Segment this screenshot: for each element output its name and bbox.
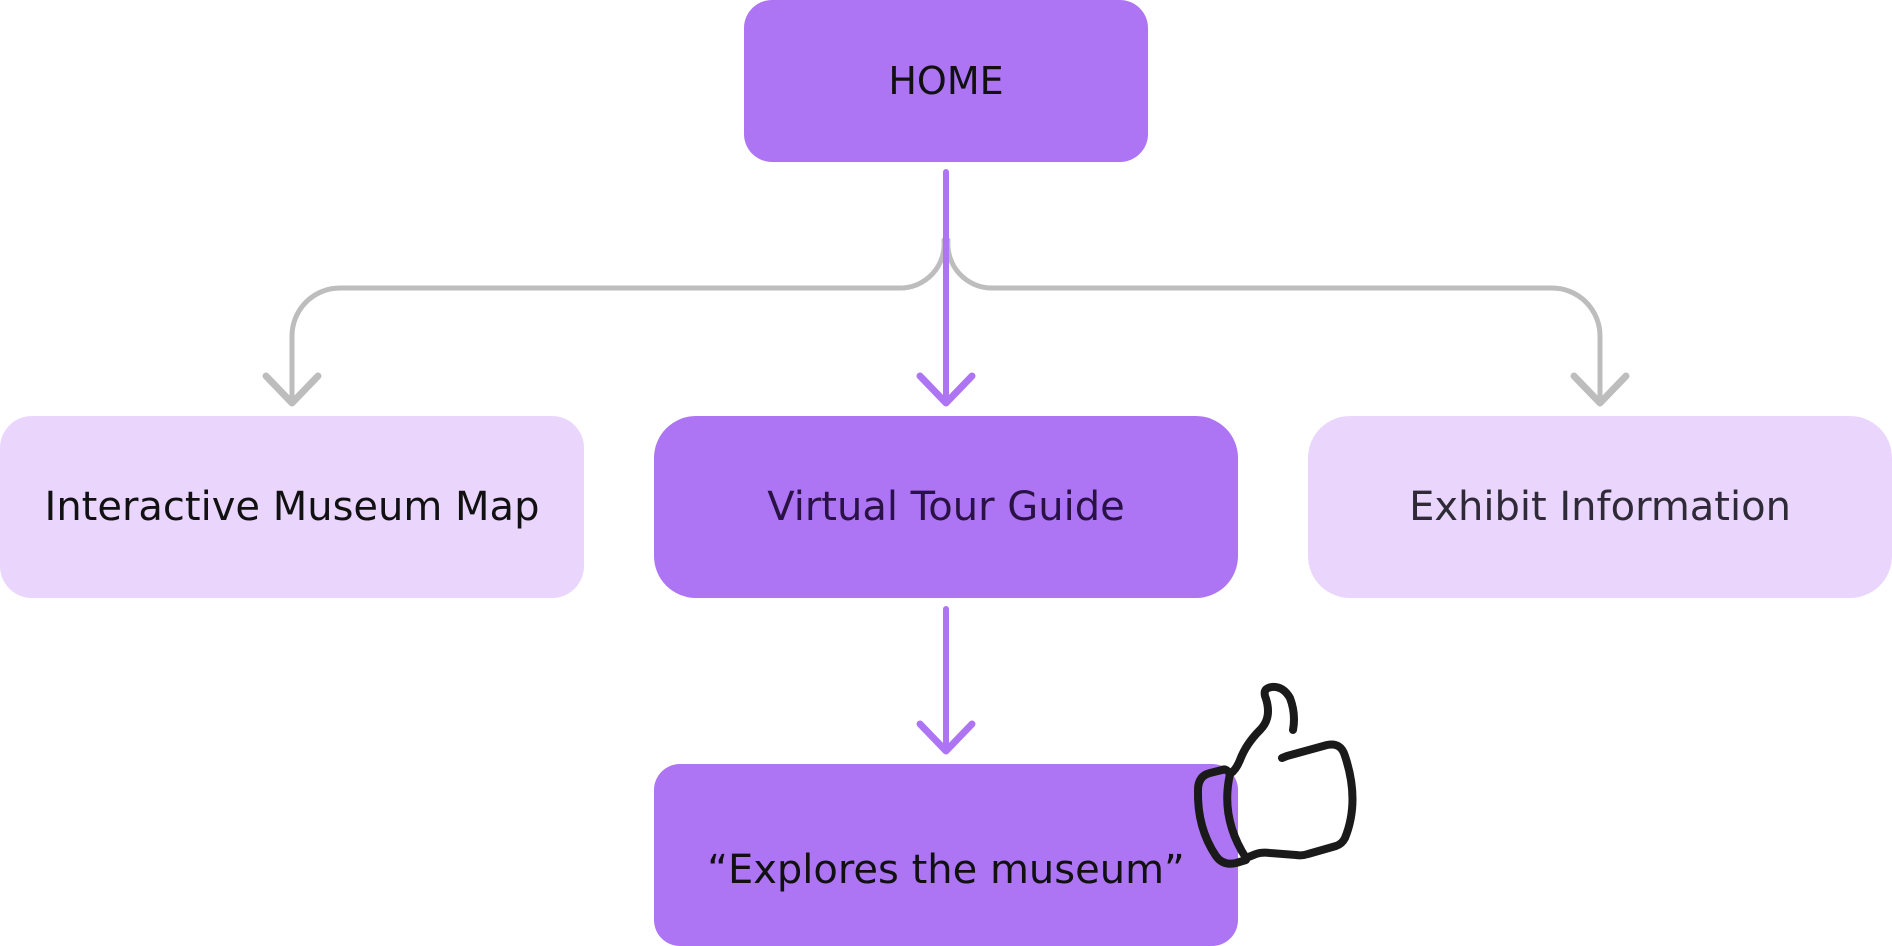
node-map-label: Interactive Museum Map (44, 484, 540, 530)
node-exhibit-label: Exhibit Information (1409, 484, 1791, 530)
connector-home-to-exhibit (945, 237, 1603, 406)
node-interactive-museum-map[interactable]: Interactive Museum Map (0, 416, 584, 598)
node-virtual-tour-guide[interactable]: Virtual Tour Guide (654, 416, 1238, 598)
node-explores-the-museum[interactable]: “Explores the museum” (654, 764, 1238, 946)
arrowhead-explore (916, 720, 976, 755)
connector-home-to-map (289, 237, 947, 406)
node-home-label: HOME (888, 59, 1004, 103)
node-exhibit-information[interactable]: Exhibit Information (1308, 416, 1892, 598)
arrowhead-map (262, 372, 322, 407)
arrowhead-exhibit (1570, 372, 1630, 407)
node-explore-label: “Explores the museum” (707, 847, 1185, 893)
node-tour-label: Virtual Tour Guide (767, 484, 1125, 530)
node-home[interactable]: HOME (744, 0, 1148, 162)
arrowhead-tour (916, 372, 976, 407)
